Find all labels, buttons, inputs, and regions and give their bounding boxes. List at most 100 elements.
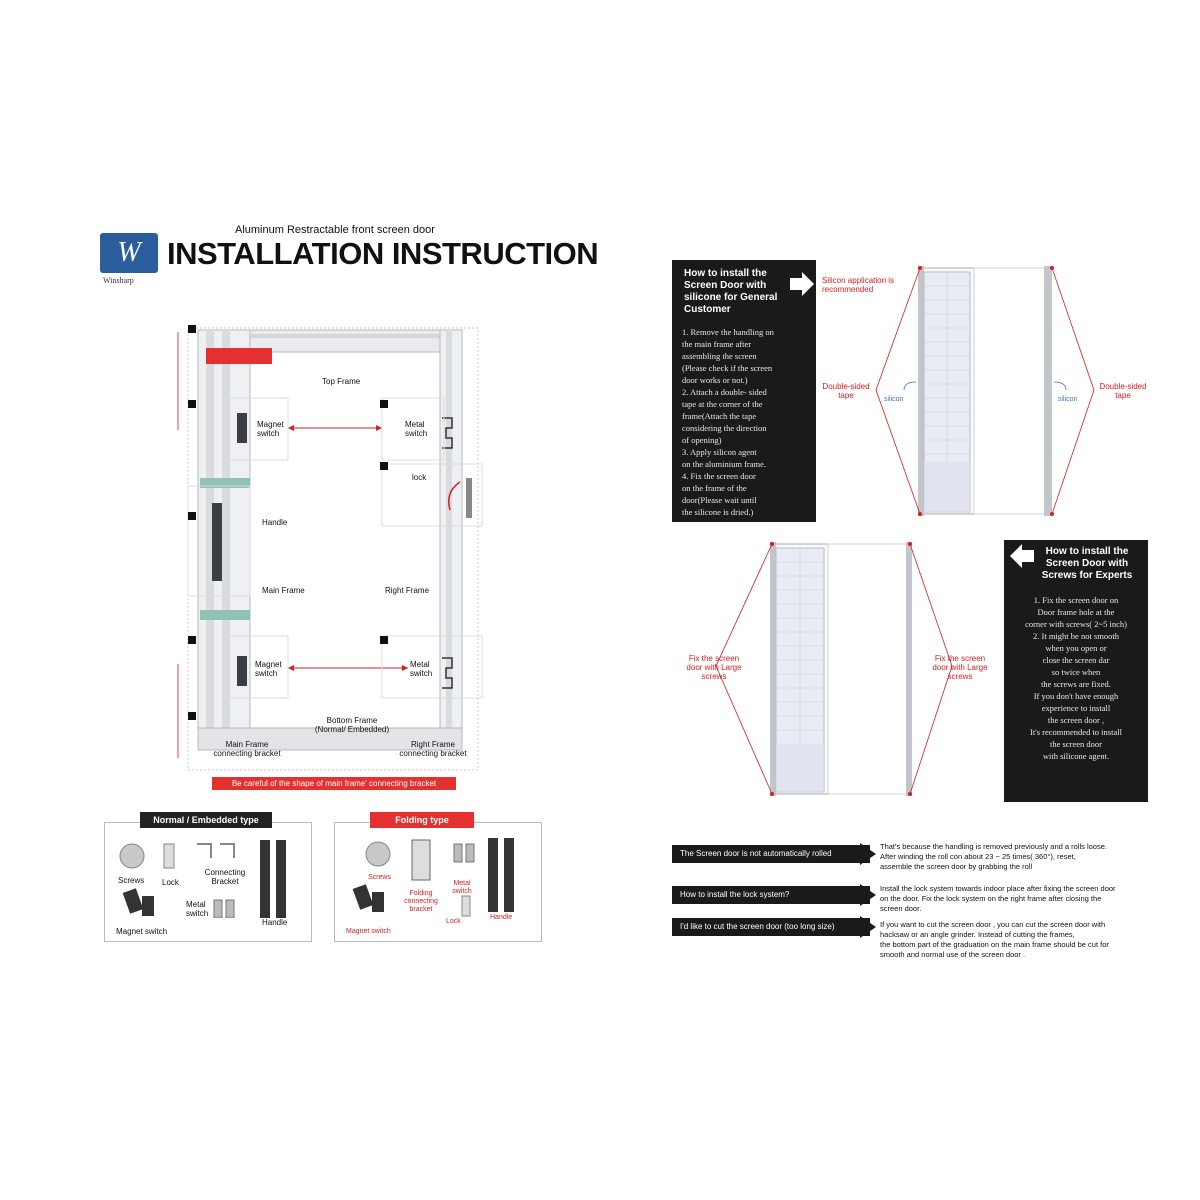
screws-step-line: corner with screws( 2~5 inch): [1025, 619, 1127, 629]
screws-step-line: the screen door: [1050, 739, 1102, 749]
label-magnet-switch-top: Magnet switch: [257, 420, 284, 438]
faq-arrow-2-icon: [860, 884, 876, 906]
normal-kit-handle: Handle: [262, 918, 288, 927]
arrow-left-icon: [1010, 544, 1034, 568]
silicone-step-line: 4. Fix the screen door: [682, 471, 756, 481]
faq-answer-3-line: smooth and normal use of the screen door…: [880, 950, 1026, 959]
faq-answer-3-line: the bottom part of the graduation on the…: [880, 940, 1109, 949]
silicone-step-line: tape at the corner of the: [682, 399, 763, 409]
marker-1: [188, 325, 196, 333]
screws-step-line: with silicone agent.: [1042, 751, 1110, 761]
normal-kit-connecting-bracket: Connecting Bracket: [204, 868, 246, 886]
silicone-step-line: on the frame of the: [682, 483, 747, 493]
marker-6: [188, 636, 196, 644]
silicone-step-line: door works or not.): [682, 375, 748, 385]
faq-answer-2: Install the lock system towards indoor p…: [880, 884, 1150, 914]
silicone-step-line: 2. Attach a double- sided: [682, 387, 767, 397]
faq-arrow-3-icon: [860, 916, 876, 938]
document-subtitle: Aluminum Restractable front screen door: [235, 224, 435, 236]
label-magnet-switch-bottom: Magnet switch: [255, 660, 282, 678]
silicone-step-line: assembling the screen: [682, 351, 757, 361]
fix-large-screws-left: Fix the screen door with Large screws: [686, 654, 742, 681]
screws-step-line: so twice when: [1051, 667, 1101, 677]
silicone-step-line: the main frame after: [682, 339, 752, 349]
fix-large-screws-right: Fix the screen door with Large screws: [932, 654, 988, 681]
screws-instructions-panel: How to install the Screen Door with Scre…: [1004, 540, 1148, 802]
marker-7: [380, 636, 388, 644]
label-metal-switch-bottom: Metal switch: [410, 660, 433, 678]
marker-5: [188, 512, 196, 520]
brand-name: Winsharp: [103, 276, 134, 285]
faq-answer-2-line: Install the lock system towards indoor p…: [880, 884, 1116, 893]
page-title: INSTALLATION INSTRUCTION: [167, 236, 599, 271]
marker-3: [380, 400, 388, 408]
label-metal-switch-top: Metal switch: [405, 420, 428, 438]
screws-step-line: It's recommended to install: [1030, 727, 1122, 737]
label-top-frame: Top Frame: [322, 377, 361, 386]
silicone-step-line: of opening): [682, 435, 722, 445]
faq-question-3: I'd like to cut the screen door (too lon…: [672, 918, 870, 936]
faq-answer-1-line: After winding the roll con about 23 ~ 25…: [880, 852, 1076, 861]
silicon-recommended-note: Silicon application is recommended: [822, 276, 895, 294]
silicone-step-line: considering the direction: [682, 423, 767, 433]
folding-kit-parts: [352, 838, 514, 917]
silicone-step-line: (Please check if the screen: [682, 363, 773, 373]
faq-arrow-1-icon: [860, 843, 876, 865]
faq-question-1: The Screen door is not automatically rol…: [672, 845, 870, 863]
normal-kit-magnet-switch: Magnet switch: [116, 927, 168, 936]
faq-answer-1: That's because the handling is removed p…: [880, 842, 1150, 872]
screws-step-line: 1. Fix the screen door on: [1033, 595, 1119, 605]
top-frame-note: [206, 348, 272, 364]
silicone-instructions-panel: How to install the Screen Door with sili…: [672, 260, 816, 522]
silicone-step-line: door(Please wait until: [682, 495, 757, 505]
faq-answer-3-line: hacksaw or an angle grinder. Instead of …: [880, 930, 1075, 939]
screws-step-line: the screen door ,: [1047, 715, 1105, 725]
label-bottom-frame: Bottom Frame (Normal/ Embedded): [314, 716, 390, 734]
silicon-label-left: silicon: [884, 396, 904, 403]
arrow-right-icon: [790, 272, 814, 296]
screws-step-line: when you open or: [1045, 643, 1107, 653]
faq-answer-1-line: That's because the handling is removed p…: [880, 842, 1107, 851]
normal-kit-metal-switch: Metal switch: [186, 900, 209, 918]
folding-kit-handle: Handle: [490, 914, 513, 921]
folding-kit-magnet-switch: Magnet switch: [346, 928, 391, 935]
folding-kit-screws: Screws: [368, 874, 391, 881]
folding-kit-bracket: Folding connecting bracket: [404, 890, 438, 913]
silicon-label-right: silicon: [1058, 396, 1078, 403]
marker-2: [188, 400, 196, 408]
folding-kit-title: Folding type: [370, 812, 474, 828]
label-lock: lock: [412, 473, 427, 482]
silicone-step-line: on the aluminium frame.: [682, 459, 767, 469]
double-sided-tape-right: Double-sided tape: [1099, 382, 1147, 400]
screws-step-line: the screws are fixed.: [1041, 679, 1111, 689]
faq-answer-2-line: screen door.: [880, 904, 922, 913]
faq-answer-3: If you want to cut the screen door , you…: [880, 920, 1150, 960]
bracket-warning-bar: Be careful of the shape of main frame' c…: [212, 777, 456, 790]
screws-door-diagram: [715, 542, 953, 796]
screws-panel-steps: 1. Fix the screen door on Door frame hole…: [1010, 594, 1142, 762]
screws-step-line: Door frame hole at the: [1037, 607, 1115, 617]
screws-step-line: If you don't have enough: [1033, 691, 1119, 701]
marker-8: [188, 712, 196, 720]
screws-step-line: experience to install: [1041, 703, 1111, 713]
label-main-frame-bracket: Main Frame connecting bracket: [213, 740, 281, 758]
door-frame-diagram: [177, 327, 483, 771]
silicone-step-line: frame(Attach the tape: [682, 411, 757, 421]
silicone-step-line: the silicone is dried.): [682, 507, 754, 517]
screws-panel-heading: How to install the Screen Door with Scre…: [1041, 546, 1133, 581]
screws-step-line: close the screen dar: [1042, 655, 1110, 665]
label-handle: Handle: [262, 518, 288, 527]
silicone-step-line: 1. Remove the handling on: [682, 327, 774, 337]
marker-4: [380, 462, 388, 470]
double-sided-tape-left: Double-sided tape: [822, 382, 870, 400]
screws-step-line: 2. It might be not smooth: [1033, 631, 1119, 641]
brand-logo: W: [100, 233, 158, 273]
faq-question-2: How to install the lock system?: [672, 886, 870, 904]
silicone-panel-steps: 1. Remove the handling on the main frame …: [682, 326, 812, 518]
faq-answer-3-line: If you want to cut the screen door , you…: [880, 920, 1106, 929]
normal-kit-title: Normal / Embedded type: [140, 812, 272, 828]
folding-kit-lock: Lock: [446, 918, 461, 925]
faq-answer-1-line: assemble the screen door by grabbing the…: [880, 862, 1033, 871]
silicone-door-diagram: [875, 266, 1095, 516]
normal-kit-screws: Screws: [118, 876, 145, 885]
